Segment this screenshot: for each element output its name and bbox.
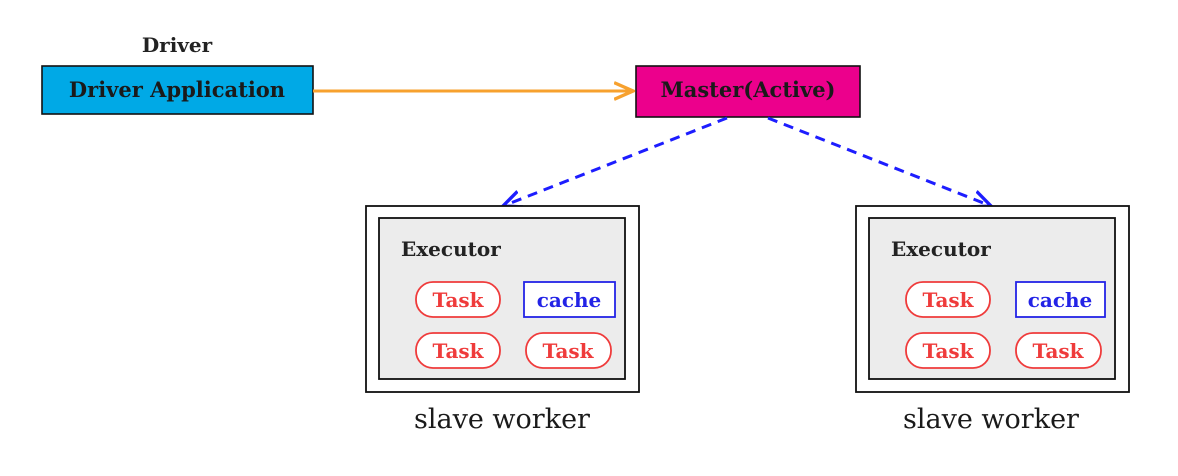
cache-box: [523, 281, 616, 318]
executor-label: Executor: [891, 237, 991, 261]
task-label: Task: [542, 339, 594, 363]
task-pill: [415, 332, 501, 369]
task-pill: [905, 332, 991, 369]
worker-caption: slave worker: [903, 404, 1079, 435]
master-to-worker-1-arrow: [503, 116, 728, 206]
driver-application-label: Driver Application: [69, 77, 285, 102]
master-box: [635, 65, 861, 118]
executor-label: Executor: [401, 237, 501, 261]
task-pill: [525, 332, 612, 369]
master-label: Master(Active): [661, 77, 836, 102]
slave-worker-2: Executor Task cache Task Task slave work…: [855, 205, 1130, 435]
master-node: Master(Active): [635, 65, 861, 118]
cache-label: cache: [537, 288, 602, 312]
task-label: Task: [432, 339, 484, 363]
task-pill: [905, 281, 991, 318]
master-to-worker-2-arrow: [767, 116, 991, 206]
task-label: Task: [432, 288, 484, 312]
task-pill: [1015, 332, 1102, 369]
task-label: Task: [1032, 339, 1084, 363]
driver-application-box: [41, 65, 314, 115]
slave-worker-1: Executor Task cache Task Task slave work…: [365, 205, 640, 435]
task-label: Task: [922, 288, 974, 312]
task-pill: [415, 281, 501, 318]
worker-caption: slave worker: [414, 404, 590, 435]
driver-caption: Driver: [142, 33, 213, 57]
cache-box: [1015, 281, 1106, 318]
task-label: Task: [922, 339, 974, 363]
cache-label: cache: [1028, 288, 1093, 312]
driver-application-node: Driver Application: [41, 65, 314, 115]
